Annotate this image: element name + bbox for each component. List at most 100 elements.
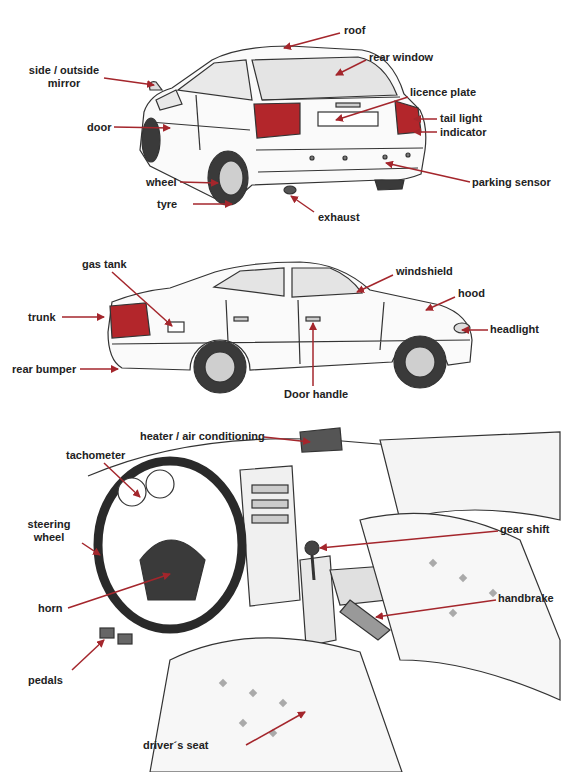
leader-arrows-part <box>291 196 314 212</box>
car-rear-view-part <box>258 168 418 172</box>
car-rear-view-part <box>310 156 314 160</box>
car-rear-view-part <box>219 161 243 195</box>
part-label: tachometer <box>66 449 125 462</box>
part-label: roof <box>344 24 365 37</box>
car-interior-part <box>118 634 132 644</box>
car-side-view-part <box>205 352 235 382</box>
car-interior-part <box>340 600 390 640</box>
car-side-view <box>108 262 472 393</box>
leader-arrows-part <box>112 272 172 326</box>
car-side-view-part <box>214 268 284 296</box>
part-label: licence plate <box>410 86 476 99</box>
car-interior-part <box>100 628 114 638</box>
part-label: tail light <box>440 112 482 125</box>
car-interior-part <box>240 466 300 606</box>
car-side-view-part <box>405 347 435 377</box>
leader-arrows-part <box>68 574 170 608</box>
car-side-view-part <box>394 336 446 388</box>
leader-arrows-part <box>82 543 100 555</box>
part-label: gas tank <box>82 258 127 271</box>
car-interior-part-part <box>239 719 247 727</box>
car-rear-view-part <box>140 46 426 201</box>
car-side-view-part <box>234 317 248 321</box>
part-label: hood <box>458 287 485 300</box>
leader-arrows-part <box>414 131 437 133</box>
leader-arrows-part <box>72 640 104 670</box>
car-side-view-part <box>194 341 246 393</box>
part-label: side / outside mirror <box>22 64 106 90</box>
car-rear-view-part <box>256 148 423 150</box>
car-rear-view-part <box>150 82 162 90</box>
car-interior-part <box>219 559 497 737</box>
leader-arrows-part <box>80 368 118 370</box>
leader-arrows-part <box>104 463 140 497</box>
part-label: heater / air conditioning <box>140 430 265 443</box>
leader-arrows-part <box>246 712 305 745</box>
leader-arrows-part <box>414 118 437 120</box>
car-rear-view-part <box>375 180 404 190</box>
leader-arrows-part <box>62 316 104 318</box>
part-label: indicator <box>440 126 486 139</box>
car-interior-part <box>312 555 314 580</box>
leader-arrows-part <box>264 437 310 442</box>
part-label: rear bumper <box>12 363 76 376</box>
car-interior <box>88 428 560 772</box>
car-interior-part <box>146 470 174 498</box>
car-rear-view-part <box>254 103 300 138</box>
part-label: headlight <box>490 323 539 336</box>
car-interior-part-part <box>249 689 257 697</box>
car-rear-view-part <box>142 118 160 162</box>
car-interior-part-part <box>459 574 467 582</box>
part-label: Door handle <box>284 388 348 401</box>
car-interior-part-part <box>279 699 287 707</box>
leader-arrows-part <box>336 60 366 75</box>
car-interior-part <box>252 485 288 493</box>
car-side-view-part <box>454 323 470 333</box>
leader-arrows-part <box>320 531 498 548</box>
car-rear-view-part <box>196 95 200 150</box>
car-rear-view-part <box>252 57 397 100</box>
car-rear-view-part <box>336 103 360 107</box>
part-label: rear window <box>369 51 433 64</box>
car-interior-part <box>98 461 242 629</box>
leader-arrows-part <box>180 182 218 183</box>
car-rear-view-part <box>343 156 347 160</box>
leader-arrows-part <box>104 78 154 85</box>
leader-arrows-part <box>376 600 496 617</box>
car-interior-part <box>252 500 288 508</box>
part-label: steering wheel <box>18 518 80 544</box>
car-interior-part <box>118 478 146 506</box>
leader-arrows-part <box>114 127 170 128</box>
leader-arrows-part <box>336 97 408 120</box>
car-rear-view-part <box>150 122 250 130</box>
part-label: windshield <box>396 265 453 278</box>
car-side-view-part <box>306 317 320 321</box>
car-interior-part <box>380 432 560 520</box>
car-interior-part <box>140 540 205 600</box>
leader-arrows-part <box>284 33 340 48</box>
leader-arrows-part <box>193 203 232 205</box>
part-label: door <box>87 121 111 134</box>
leader-arrows-part <box>312 323 314 386</box>
part-label: pedals <box>28 674 63 687</box>
car-rear-view-part <box>156 90 182 110</box>
part-label: exhaust <box>318 211 360 224</box>
car-rear-view-part <box>262 97 400 100</box>
car-side-view-part <box>110 303 150 338</box>
car-rear-view-part <box>395 101 421 134</box>
part-label: parking sensor <box>472 176 551 189</box>
part-label: handbrake <box>498 592 554 605</box>
car-rear-view-part <box>208 151 248 205</box>
leader-arrows-part <box>426 297 455 310</box>
car-rear-view-part <box>383 155 387 159</box>
car-rear-view-part <box>406 153 410 157</box>
car-side-view-part <box>168 322 184 332</box>
leader-arrows-part <box>462 329 488 331</box>
car-side-view-part <box>292 268 362 297</box>
car-interior-part <box>305 541 319 555</box>
car-rear-view-part <box>178 60 252 100</box>
part-label: horn <box>38 602 62 615</box>
car-interior-part-part <box>489 589 497 597</box>
